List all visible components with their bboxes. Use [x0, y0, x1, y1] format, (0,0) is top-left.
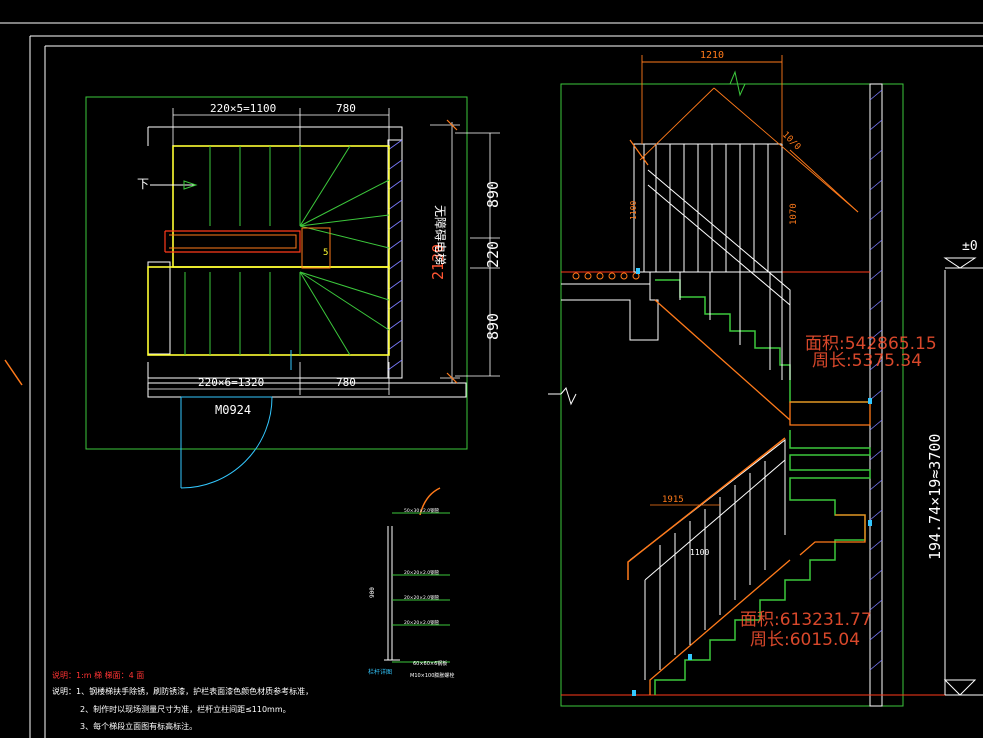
- detail-bottom-label: 60×60×6钢板: [413, 660, 447, 667]
- plan-top-dim-right: 780: [336, 102, 356, 115]
- detail-callout-2: 20×20×2.0钢管: [404, 569, 440, 576]
- notes-line-2: 2、制作时以现场测量尺寸为准，栏杆立柱间距≤110mm。: [80, 704, 291, 714]
- plan-right-dim-mid: 220: [484, 241, 502, 268]
- stair-flight-lower: [147, 266, 390, 356]
- plan-right-dim-top: 890: [484, 181, 502, 208]
- notes-line-3: 3、每个梯段立面图有标高标注。: [80, 721, 197, 731]
- notes-line-1: 说明：1、钢楼梯扶手除锈，刷防锈漆，护栏表面漆色颜色材质参考标准，: [52, 686, 313, 696]
- area-lower: 面积:613231.77: [740, 610, 872, 630]
- detail-height: 900: [369, 587, 376, 598]
- plan-right-dim-bottom: 890: [484, 313, 502, 340]
- cut-marker: [4, 359, 23, 386]
- plan-bottom-dim-left: 220×6=1320: [198, 376, 264, 389]
- total-height-dim: 194.74×19≈3700: [926, 434, 944, 560]
- plan-top-dim-left: 220×5=1100: [210, 102, 276, 115]
- perimeter-lower: 周长:6015.04: [750, 630, 860, 650]
- detail-callout-1: 50×30×2.0钢管: [404, 507, 440, 514]
- rail-detail: 50×30×2.0钢管 20×20×2.0钢管 20×20×2.0钢管 20×2…: [368, 487, 454, 679]
- perimeter-upper: 周长:5375.34: [812, 351, 922, 371]
- drawing-frame: [0, 22, 983, 738]
- section-lower-rail-length: 1915: [662, 495, 684, 505]
- notes: 说明：1:m 梯 梯面：4 面 说明：1、钢楼梯扶手除锈，刷防锈漆，护栏表面漆色…: [52, 670, 313, 731]
- plan-handrail: [164, 230, 301, 253]
- plan-side-note: 无障碍电梯: [433, 205, 448, 265]
- plan-total-dim: 2130: [429, 244, 447, 280]
- stair-plan: 5 下 220×5=1100 780 220×6=1320 780: [85, 96, 502, 489]
- door-label: M0924: [215, 403, 251, 417]
- detail-title: 栏杆详图: [368, 668, 392, 676]
- stair-section: 1210 1070 10/0 1100 1915 1100 ±0 194.74×…: [548, 50, 983, 707]
- lower-railing: [629, 438, 786, 680]
- section-top-width: 1210: [700, 50, 724, 61]
- area-upper: 面积:542865.15: [805, 334, 937, 354]
- plan-step-label: 5: [323, 248, 328, 258]
- detail-callout-3: 20×20×2.0钢管: [404, 594, 440, 601]
- level-label: ±0: [962, 239, 978, 254]
- door: [180, 396, 273, 489]
- detail-callout-4: 20×20×2.0钢管: [404, 619, 440, 626]
- plan-bottom-dim-right: 780: [336, 376, 356, 389]
- detail-bottom-label-2: M10×100膨胀螺栓: [410, 672, 454, 679]
- lower-flight: [654, 430, 871, 695]
- section-rail-diag: 1070: [789, 203, 799, 225]
- down-arrow-icon: [183, 180, 198, 190]
- upper-flight: [655, 279, 870, 403]
- upper-railing: [633, 143, 791, 380]
- notes-header: 说明：1:m 梯 梯面：4 面: [52, 670, 144, 680]
- down-label: 下: [137, 177, 149, 191]
- section-lower-rail-height: 1100: [690, 548, 709, 557]
- section-rail-height: 1100: [629, 201, 638, 220]
